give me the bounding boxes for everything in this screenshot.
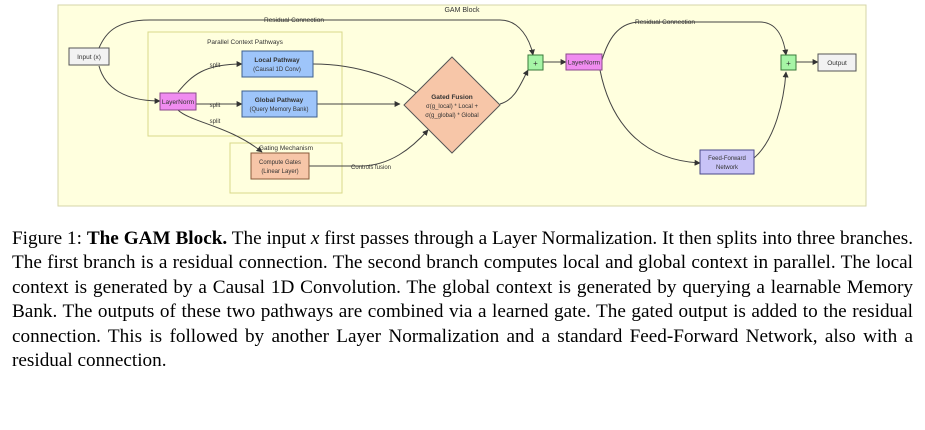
add-2-node bbox=[780, 54, 797, 71]
local-pathway-title: Local Pathway bbox=[254, 57, 300, 64]
add-1-label: + bbox=[533, 59, 538, 68]
edge-gates-fusion bbox=[309, 129, 429, 167]
edge-local-fusion bbox=[312, 63, 423, 98]
edge-ffn-add2 bbox=[753, 71, 789, 159]
layernorm-2-node bbox=[565, 53, 603, 71]
layernorm-2-label: LayerNorm bbox=[568, 60, 600, 67]
output-node-label: Output bbox=[827, 60, 847, 67]
ffn-node bbox=[699, 149, 755, 175]
local-pathway-node bbox=[241, 50, 314, 78]
edge-split-local bbox=[177, 61, 243, 93]
edge-residual-1 bbox=[98, 19, 535, 56]
gated-fusion-line1: σ(g_local) * Local + bbox=[426, 104, 478, 110]
ffn-line1: Feed-Forward bbox=[708, 156, 746, 162]
caption-variable-x: x bbox=[310, 228, 320, 249]
parallel-group bbox=[147, 31, 343, 137]
layernorm-1-node bbox=[159, 92, 197, 111]
global-pathway-title: Global Pathway bbox=[255, 97, 304, 104]
global-pathway-sub: (Query Memory Bank) bbox=[249, 107, 308, 113]
edge-label-split-2: split bbox=[210, 103, 221, 109]
figure-label: Figure 1: bbox=[12, 228, 82, 249]
add-2-label: + bbox=[786, 59, 791, 68]
gating-group-label: Gating Mechanism bbox=[259, 145, 313, 152]
input-node-label: Input (x) bbox=[77, 54, 101, 61]
figure-title: The GAM Block. bbox=[86, 228, 228, 249]
compute-gates-node bbox=[250, 152, 310, 180]
global-pathway-node bbox=[241, 90, 318, 118]
edge-label-controls: Controls fusion bbox=[351, 165, 391, 171]
local-pathway-sub: (Causal 1D Conv) bbox=[253, 67, 301, 73]
edge-fusion-add1 bbox=[499, 69, 529, 105]
add-1-node bbox=[527, 54, 544, 71]
gated-fusion-line2: σ(g_global) * Global bbox=[425, 113, 478, 119]
caption-text-before-var: The input bbox=[231, 228, 306, 249]
ffn-line2: Network bbox=[716, 165, 739, 171]
gated-fusion-title: Gated Fusion bbox=[431, 94, 473, 101]
edge-label-residual-2: Residual Connection bbox=[635, 19, 695, 26]
edge-label-split-3: split bbox=[210, 119, 221, 125]
edge-label-split-1: split bbox=[210, 63, 221, 69]
input-node bbox=[68, 47, 110, 66]
parallel-group-label: Parallel Context Pathways bbox=[207, 39, 284, 46]
edge-split-gates bbox=[177, 109, 263, 153]
edge-layernorm2-ffn bbox=[599, 69, 701, 166]
layernorm-1-label: LayerNorm bbox=[162, 99, 194, 106]
edge-residual-2 bbox=[601, 21, 789, 61]
edge-input-layernorm bbox=[98, 65, 161, 104]
edge-label-residual-1: Residual Connection bbox=[264, 17, 324, 24]
figure-caption: Figure 1: The GAM Block. The input x fir… bbox=[12, 227, 913, 373]
compute-gates-sub: (Linear Layer) bbox=[261, 169, 298, 175]
output-node bbox=[817, 53, 857, 72]
compute-gates-title: Compute Gates bbox=[259, 160, 301, 166]
gam-block-diagram: GAM Block Parallel Context Pathways Gati… bbox=[57, 4, 867, 207]
gated-fusion-node bbox=[403, 56, 501, 154]
gam-block-title: GAM Block bbox=[444, 7, 480, 14]
caption-text-after-var: first passes through a Layer Normalizati… bbox=[12, 228, 914, 372]
